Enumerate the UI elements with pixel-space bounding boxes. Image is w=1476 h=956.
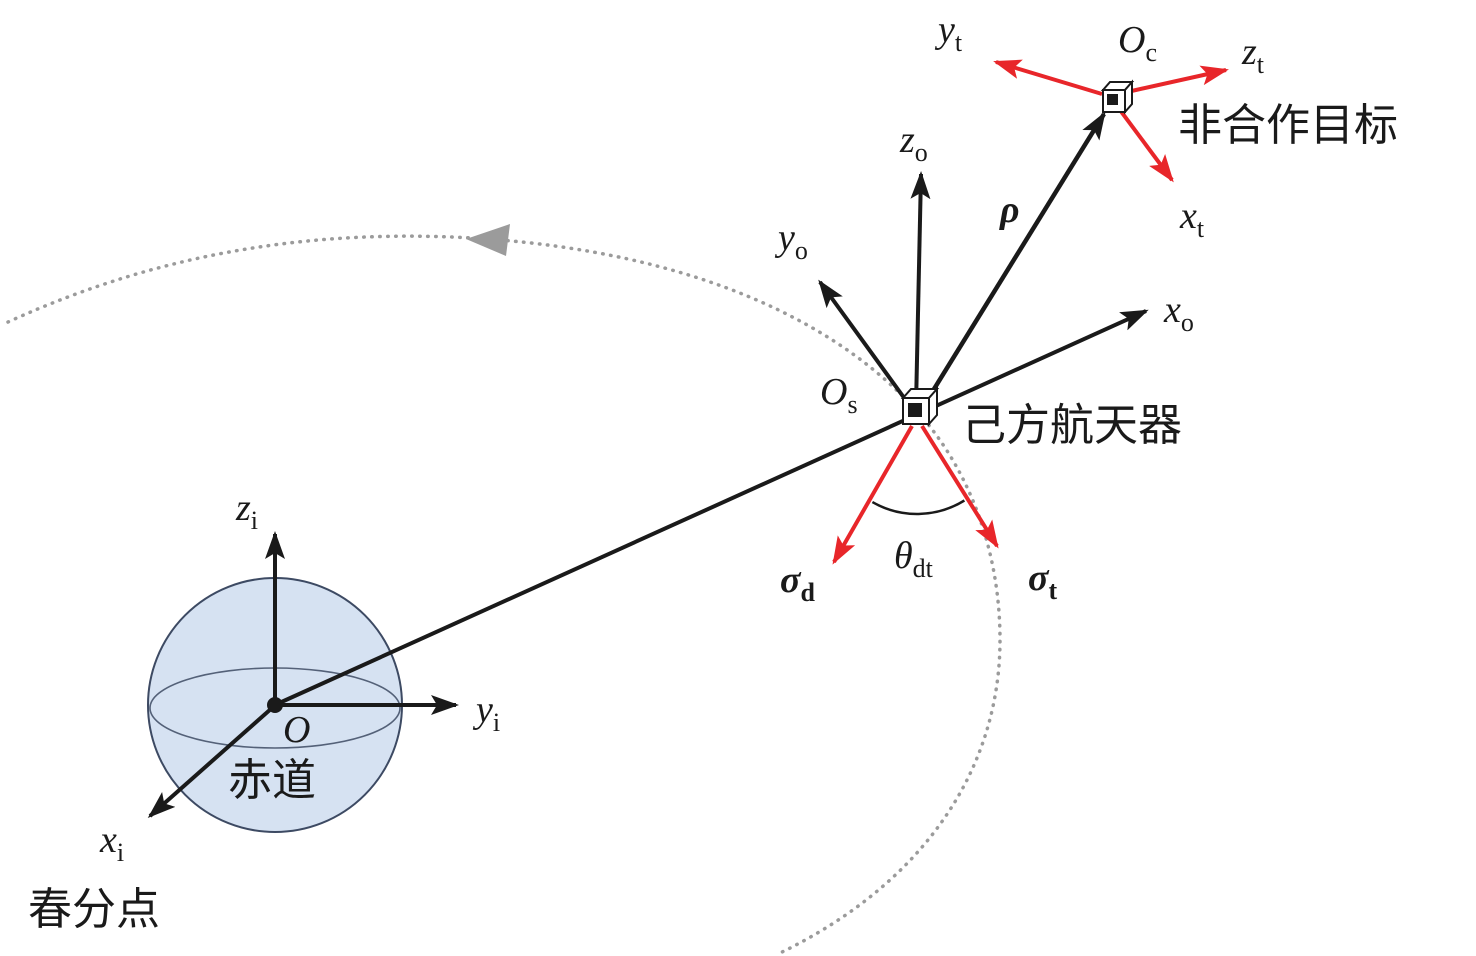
- target-cube-icon: [1100, 79, 1135, 115]
- yo-axis-arrow: [818, 279, 912, 408]
- sigma-vectors: [832, 424, 999, 565]
- label-xi: xi: [99, 819, 124, 867]
- label-sigma-d: σd: [780, 559, 815, 607]
- label-yi: yi: [472, 689, 500, 737]
- rho-vector-arrow: [924, 111, 1106, 404]
- label-xo: xo: [1163, 289, 1194, 337]
- label-zo: zo: [899, 119, 928, 167]
- origin-dot: [267, 697, 283, 713]
- xi-axis-arrow: [147, 706, 274, 818]
- label-target: 非合作目标: [1178, 101, 1398, 150]
- label-equator: 赤道: [228, 756, 316, 805]
- label-sigma-t: σt: [1028, 557, 1057, 605]
- label-theta-dt: θdt: [894, 535, 934, 583]
- label-yt: yt: [934, 9, 963, 57]
- sigma-d-arrow: [832, 425, 914, 565]
- xt-axis-arrow: [1118, 108, 1174, 183]
- yt-axis-arrow: [993, 59, 1103, 96]
- label-os: Os: [820, 371, 858, 419]
- label-spacecraft: 己方航天器: [962, 401, 1182, 450]
- label-yo: yo: [774, 217, 808, 265]
- label-zi: zi: [235, 487, 258, 535]
- orbital-frame-axes: [818, 171, 931, 408]
- label-rho: ρ: [999, 189, 1020, 231]
- orbit-direction-arrow-icon: [466, 224, 510, 256]
- label-vernal-equinox: 春分点: [28, 885, 160, 934]
- theta-dt-arc: [871, 499, 966, 516]
- zo-axis-arrow: [910, 171, 931, 407]
- zt-axis-arrow: [1126, 65, 1229, 94]
- sigma-t-arrow: [920, 424, 999, 549]
- orbit-path: [6, 234, 1002, 956]
- target-frame-axes: [993, 59, 1229, 183]
- label-xt: xt: [1179, 195, 1205, 243]
- label-origin: O: [283, 709, 310, 751]
- xo-axis-arrow: [276, 309, 1149, 706]
- spacecraft-cube-icon: [900, 386, 940, 427]
- label-oc: Oc: [1118, 19, 1157, 67]
- inertial-frame-axes: [147, 531, 459, 818]
- label-zt: zt: [1241, 31, 1265, 79]
